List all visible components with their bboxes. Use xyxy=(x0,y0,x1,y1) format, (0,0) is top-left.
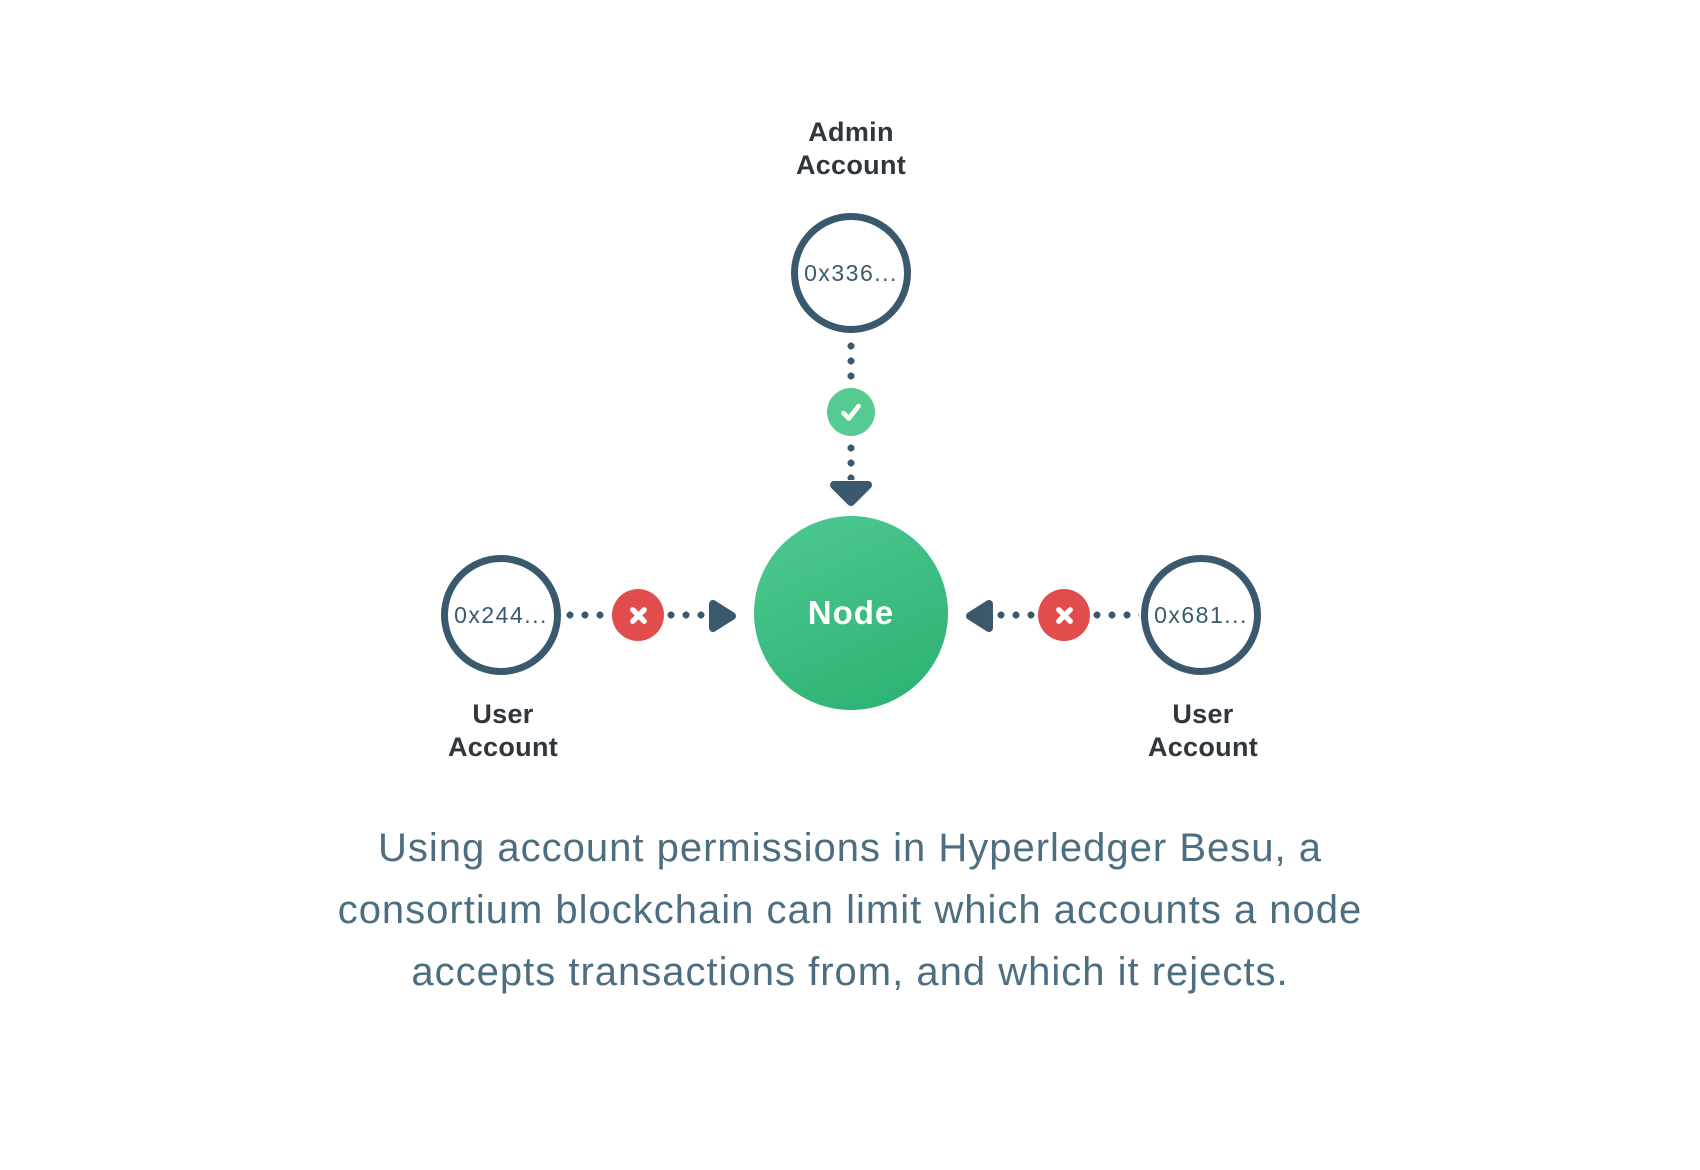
node-circle: Node xyxy=(754,516,948,710)
right-user-account-label-line1: User xyxy=(1172,699,1234,729)
dotted-connector-right-inner xyxy=(997,611,1039,619)
arrowhead-down-icon xyxy=(830,481,872,506)
x-icon-right xyxy=(1038,589,1090,641)
node-label: Node xyxy=(807,594,895,631)
left-user-account-circle: 0x244... xyxy=(441,555,561,675)
right-user-account-address: 0x681... xyxy=(1154,601,1248,628)
x-icon-left xyxy=(612,589,664,641)
x-glyph xyxy=(629,606,647,624)
right-user-account-label-line2: Account xyxy=(1147,732,1259,762)
left-user-account-label-line1: User xyxy=(472,699,534,729)
check-glyph xyxy=(841,403,861,421)
arrowhead-right-icon xyxy=(709,600,736,632)
check-icon xyxy=(827,388,875,436)
x-glyph xyxy=(1055,606,1073,624)
admin-account-label: Admin Account xyxy=(701,116,1001,182)
caption-line-3: accepts transactions from, and which it … xyxy=(411,950,1289,994)
dotted-connector-right-outer xyxy=(1093,611,1139,619)
caption: Using account permissions in Hyperledger… xyxy=(0,817,1700,1003)
right-user-account-circle: 0x681... xyxy=(1141,555,1261,675)
admin-account-address: 0x336... xyxy=(804,259,898,286)
admin-account-circle: 0x336... xyxy=(791,213,911,333)
dotted-connector-admin-bottom xyxy=(847,444,855,480)
left-user-account-label: User Account xyxy=(353,698,653,764)
right-user-account-label: User Account xyxy=(1053,698,1353,764)
left-user-account-label-line2: Account xyxy=(447,732,559,762)
admin-account-label-line2: Account xyxy=(795,150,907,180)
dotted-connector-admin-top xyxy=(847,342,855,384)
left-user-account-address: 0x244... xyxy=(454,601,548,628)
dotted-connector-left-inner xyxy=(667,611,707,619)
dotted-connector-left-outer xyxy=(566,611,610,619)
caption-line-1: Using account permissions in Hyperledger… xyxy=(378,826,1322,870)
arrowhead-left-icon xyxy=(966,600,993,632)
admin-account-label-line1: Admin xyxy=(808,117,894,147)
caption-line-2: consortium blockchain can limit which ac… xyxy=(337,888,1363,932)
